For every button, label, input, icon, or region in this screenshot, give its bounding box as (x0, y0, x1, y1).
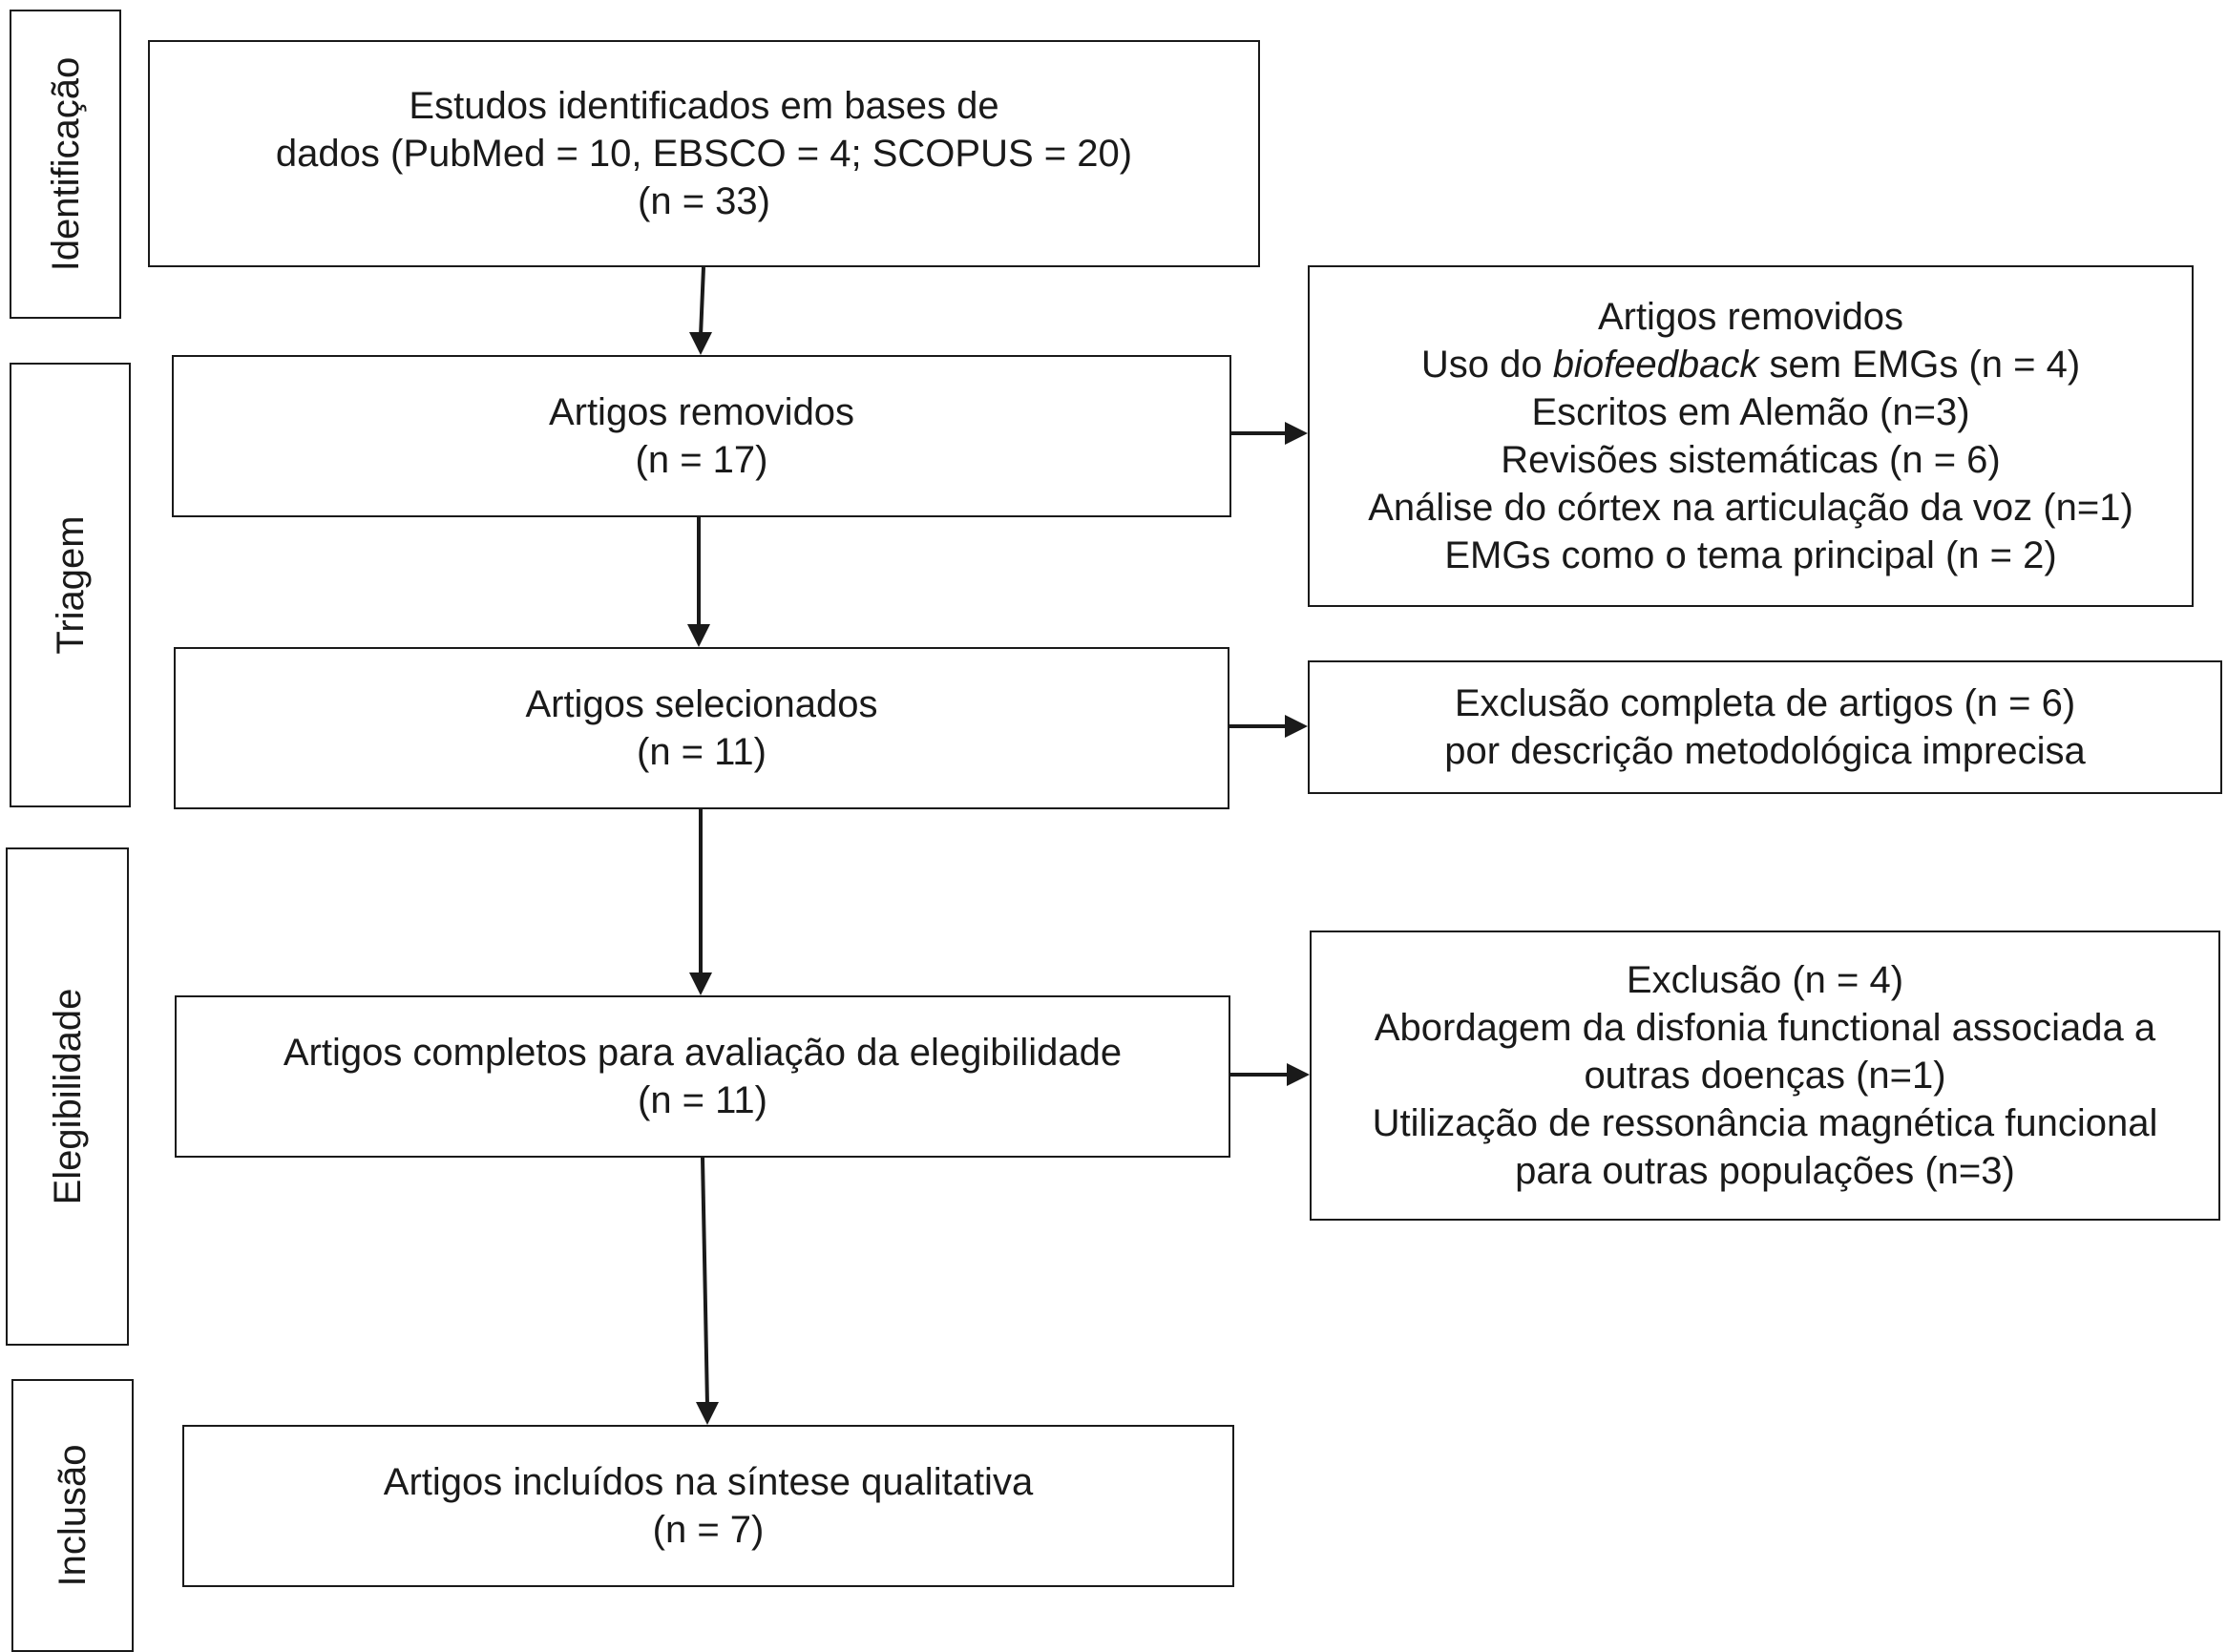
stage-label-identificacao: Identificação (44, 56, 87, 272)
arrowhead-fulltext-to-eligibility-exclusion (1287, 1063, 1310, 1086)
full-text-title: Artigos completos para avaliação da eleg… (283, 1032, 1123, 1074)
exclusion-eligibility-title: Exclusão (n = 4) (1626, 959, 1904, 1001)
exclusion-eligibility-line-3: outras doenças (n=1) (1584, 1055, 1946, 1097)
identified-line-2: dados (PubMed = 10, EBSCO = 4; SCOPUS = … (275, 133, 1133, 175)
exclusion-methodology-line-2: por descrição metodológica imprecisa (1444, 730, 2086, 772)
arrowhead-selected-to-fulltext (689, 972, 712, 995)
stage-label-elegibilidade: Elegibilidade (46, 988, 89, 1205)
stage-triagem: Triagem (10, 363, 131, 807)
removed-title: Artigos removidos (548, 391, 855, 433)
full-text-eligibility-box: Artigos completos para avaliação da eleg… (175, 995, 1230, 1158)
arrowhead-selected-to-methodology (1285, 715, 1308, 738)
full-text-count: (n = 11) (638, 1079, 767, 1121)
removed-reason-german: Escritos em Alemão (n=3) (1531, 391, 1970, 433)
arrowhead-removed-to-selected (687, 624, 710, 647)
selected-articles-box: Artigos selecionados (n = 11) (174, 647, 1229, 809)
arrow-identified-to-removed (699, 266, 705, 337)
stage-label-triagem: Triagem (49, 515, 92, 655)
exclusion-methodology-box: Exclusão completa de artigos (n = 6) por… (1308, 660, 2222, 794)
stage-inclusao: Inclusão (11, 1379, 134, 1652)
removed-reason-cortex: Análise do córtex na articulação da voz … (1368, 487, 2133, 529)
removed-reason-reviews: Revisões sistemáticas (n = 6) (1501, 439, 2001, 481)
removed-reasons-title: Artigos removidos (1597, 296, 1904, 338)
stage-identificacao: Identificação (10, 10, 121, 319)
arrowhead-identified-to-removed (689, 332, 712, 355)
exclusion-eligibility-line-4: Utilização de ressonância magnética func… (1372, 1102, 2158, 1144)
removed-count: (n = 17) (635, 439, 768, 481)
included-count: (n = 7) (652, 1509, 765, 1551)
exclusion-eligibility-box: Exclusão (n = 4) Abordagem da disfonia f… (1310, 931, 2220, 1221)
exclusion-eligibility-line-5: para outras populações (n=3) (1515, 1150, 2015, 1192)
selected-title: Artigos selecionados (525, 683, 878, 725)
stage-elegibilidade: Elegibilidade (6, 847, 129, 1346)
arrow-fulltext-to-included (701, 1157, 709, 1407)
stage-label-inclusao: Inclusão (52, 1444, 94, 1587)
identified-studies-box: Estudos identificados em bases de dados … (148, 40, 1260, 267)
selected-count: (n = 11) (637, 731, 767, 773)
identified-line-1: Estudos identificados em bases de (409, 85, 999, 127)
included-title: Artigos incluídos na síntese qualitativa (383, 1461, 1034, 1503)
identified-count: (n = 33) (638, 180, 770, 222)
removed-articles-box: Artigos removidos (n = 17) (172, 355, 1231, 517)
removed-reason-emg-topic: EMGs como o tema principal (n = 2) (1444, 534, 2057, 576)
included-articles-box: Artigos incluídos na síntese qualitativa… (182, 1425, 1234, 1587)
arrowhead-fulltext-to-included (696, 1402, 719, 1425)
removed-reason-biofeedback: Uso do biofeedback sem EMGs (n = 4) (1420, 344, 2081, 386)
exclusion-methodology-line-1: Exclusão completa de artigos (n = 6) (1454, 682, 2076, 724)
arrowhead-removed-to-reasons (1285, 422, 1308, 445)
removed-reasons-box: Artigos removidos Uso do biofeedback sem… (1308, 265, 2194, 607)
exclusion-eligibility-line-2: Abordagem da disfonia functional associa… (1374, 1007, 2156, 1049)
